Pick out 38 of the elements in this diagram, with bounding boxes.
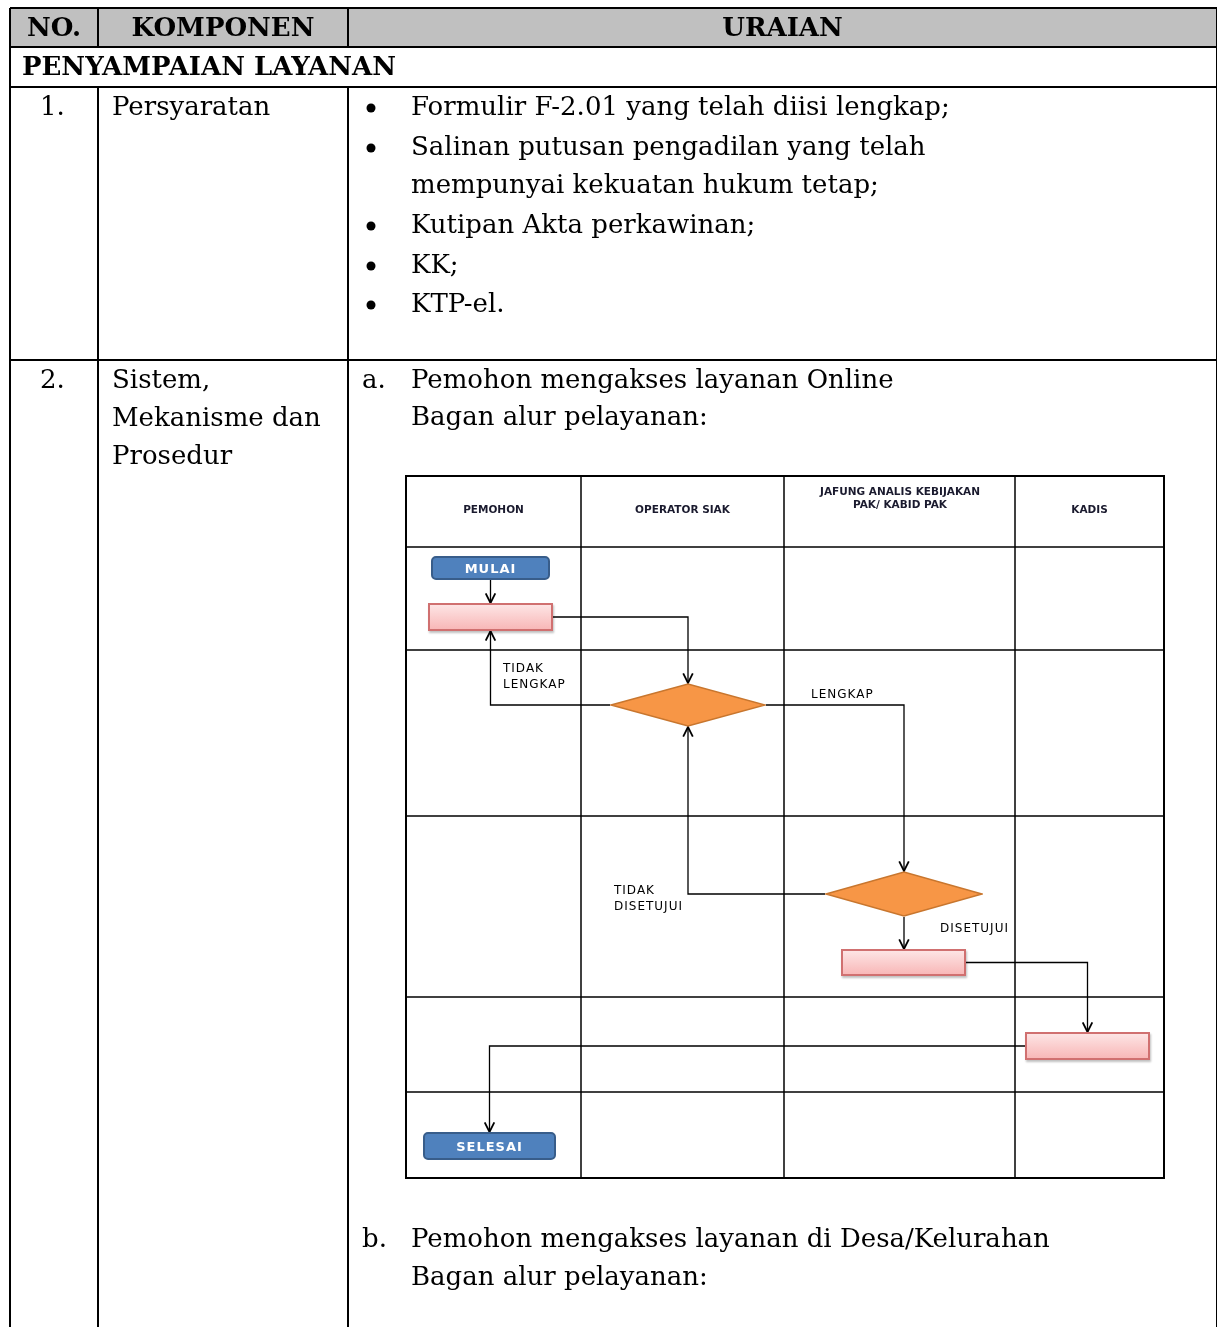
- description-text: Bagan alur pelayanan:: [411, 400, 709, 433]
- requirement-item: Formulir F-2.01 yang telah diisi lengkap;: [411, 90, 951, 123]
- lane-header: OPERATOR SIAK: [635, 503, 730, 515]
- list-marker: a.: [362, 363, 387, 396]
- edge-label: DISETUJUI: [940, 920, 1009, 936]
- column-header: URAIAN: [722, 12, 843, 42]
- requirement-item: Kutipan Akta perkawinan;: [411, 208, 757, 241]
- column-header: KOMPONEN: [131, 12, 315, 42]
- arrow: [552, 616, 694, 684]
- component-name: Persyaratan: [112, 90, 272, 123]
- description-text: Bagan alur pelayanan:: [411, 1260, 709, 1293]
- arrow: [484, 579, 497, 604]
- row-number: 2.: [40, 363, 66, 396]
- arrow: [682, 726, 826, 895]
- edge-label: TIDAK DISETUJUI: [614, 882, 683, 914]
- terminal-box: MULAI: [431, 556, 550, 580]
- lane-header: JAFUNG ANALIS KEBIJAKAN PAK/ KABID PAK: [820, 485, 980, 510]
- arrow: [484, 630, 611, 706]
- section-heading: PENYAMPAIAN LAYANAN: [22, 50, 397, 83]
- process-box: [841, 949, 966, 976]
- requirement-item: KK;: [411, 248, 460, 281]
- row-number: 1.: [40, 90, 66, 123]
- requirement-item: Salinan putusan pengadilan yang telah mempunyai kekuatan hukum tetap;: [411, 130, 927, 201]
- process-box: [428, 603, 553, 631]
- list-marker: b.: [362, 1222, 388, 1255]
- terminal-box: SELESAI: [423, 1132, 556, 1160]
- description-text: Pemohon mengakses layanan Online: [411, 363, 895, 396]
- process-box: [1025, 1032, 1150, 1060]
- component-name: Sistem, Mekanisme dan Prosedur: [112, 363, 322, 472]
- description-text: Pemohon mengakses layanan di Desa/Kelurahan: [411, 1222, 1051, 1255]
- column-header: NO.: [27, 12, 81, 42]
- arrow: [965, 961, 1094, 1033]
- arrow: [898, 916, 910, 950]
- lane-header: KADIS: [1071, 503, 1108, 515]
- lane-header: PEMOHON: [463, 503, 524, 515]
- requirement-item: KTP-el.: [411, 287, 506, 320]
- arrow: [483, 1045, 1026, 1133]
- arrow: [765, 704, 910, 872]
